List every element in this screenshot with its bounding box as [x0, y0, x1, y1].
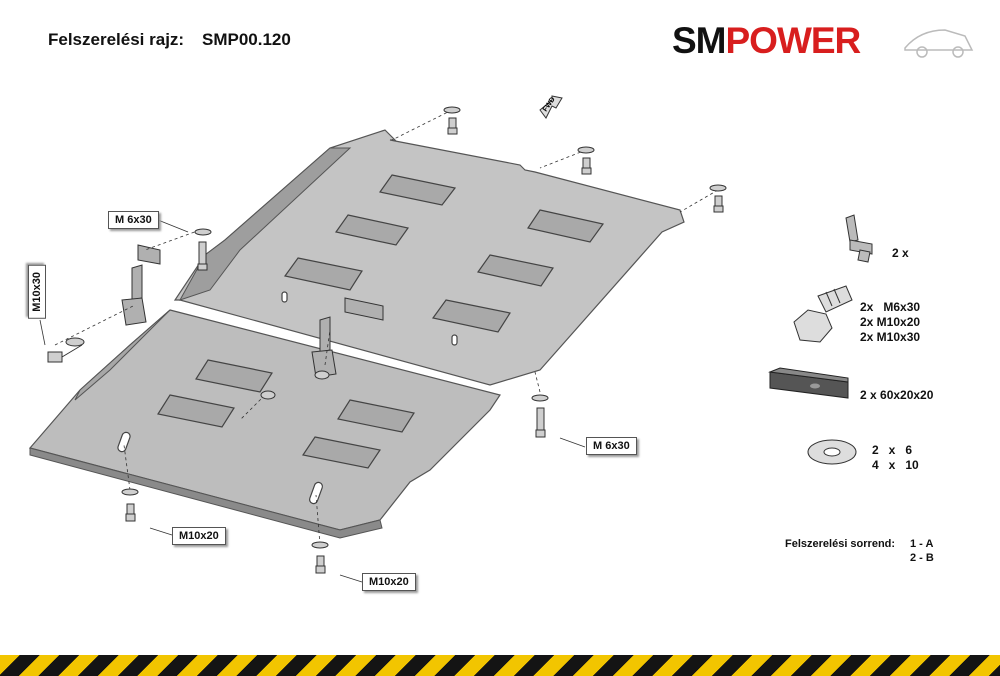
assembly-lines: [54, 109, 719, 546]
logo-sm-text: SM: [672, 20, 726, 61]
mounting-slots: [117, 291, 458, 505]
callout-m10x30: M10x30: [28, 265, 46, 319]
drawing-title-label: Felszerelési rajz:: [48, 30, 185, 49]
legend-bolt-icon: [793, 285, 853, 343]
callout-m10x20-left: M10x20: [172, 527, 226, 545]
logo-car-icon: [904, 29, 974, 58]
install-order-step1: 1 - A: [910, 538, 934, 550]
install-order-step2: 2 - B: [910, 552, 934, 564]
legend-washers: 2 x 6 4 x 10: [872, 443, 919, 472]
callout-m6x30-right: M 6x30: [586, 437, 637, 455]
skid-plate-rear-edge: [178, 147, 352, 301]
smpower-logo: SMPOWER: [672, 20, 862, 61]
legend-washer-icon: [807, 439, 857, 465]
skid-plate-front-edge: [29, 447, 383, 539]
logo-power-text: POWER: [725, 20, 862, 61]
callout-m6x30-left: M 6x30: [108, 211, 159, 229]
legend-bolts: 2x M6x30 2x M10x20 2x M10x30: [860, 300, 921, 344]
callout-leaders: [39, 219, 586, 583]
legend-bracket-icon: [845, 214, 873, 263]
hazard-stripe-footer: [0, 655, 1000, 676]
legend-bracket-qty: 2 x: [892, 246, 909, 260]
bolts: [47, 106, 727, 574]
embossed-windows: [157, 174, 605, 469]
callout-m10x20-right: M10x20: [362, 573, 416, 591]
legend-plate-icon: [768, 367, 849, 399]
drawing-code: SMP00.120: [202, 30, 291, 49]
fwd-arrow-icon: FWD: [539, 95, 563, 119]
skid-plate-front-side: [74, 309, 171, 401]
bracket-left: [121, 244, 161, 326]
legend-plate: 2 x 60x20x20: [860, 388, 934, 402]
bracket-center: [311, 297, 384, 378]
install-order-label: Felszerelési sorrend:: [785, 538, 896, 550]
